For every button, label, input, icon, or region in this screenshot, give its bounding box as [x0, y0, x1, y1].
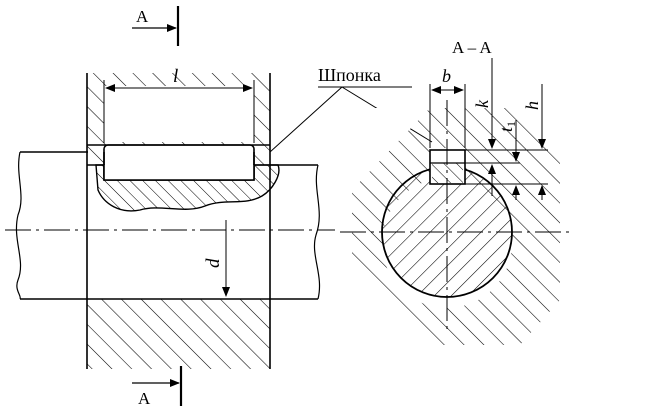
dim-l-label: l	[173, 66, 178, 87]
longitudinal-view: l d A A	[5, 6, 335, 408]
dim-t1-label: t1	[496, 121, 518, 132]
dimension-t1: t1	[496, 120, 520, 200]
section-marker-bottom: A	[132, 366, 183, 408]
dim-h-label: h	[522, 101, 542, 110]
dim-b-label: b	[442, 66, 451, 86]
dimension-h: h	[522, 84, 546, 200]
dimension-d: d	[203, 220, 230, 297]
key-label: Шпонка	[318, 65, 381, 85]
dim-k-label: k	[472, 99, 492, 108]
hub-section-bottom	[87, 299, 270, 369]
dim-d-label: d	[203, 258, 224, 268]
cross-section-a-a: A – A b k	[340, 38, 570, 345]
shaft-keyway-local-section	[95, 164, 280, 212]
section-marker-top: A	[132, 6, 180, 46]
hub-cross-section	[352, 108, 560, 345]
section-marker-bottom-label: A	[138, 389, 151, 408]
section-title: A – A	[452, 38, 492, 57]
dimension-b: b	[429, 66, 466, 148]
dimension-k: k	[472, 58, 496, 196]
section-marker-top-label: A	[136, 7, 149, 26]
key-callout: Шпонка	[269, 65, 433, 153]
dimension-l: l	[103, 66, 255, 143]
